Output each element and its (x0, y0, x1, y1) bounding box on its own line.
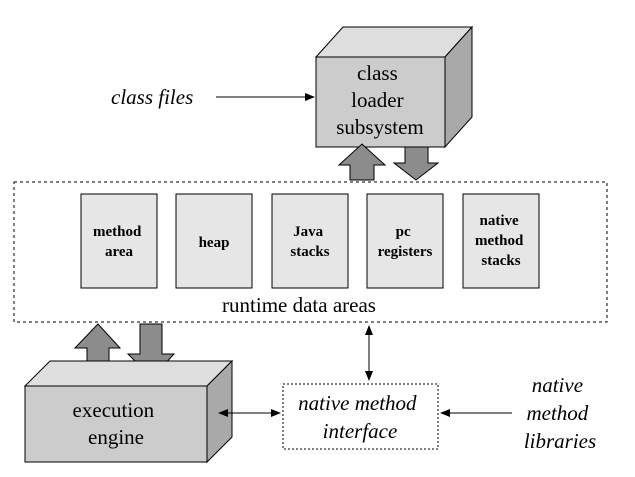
java-stacks-box (271, 193, 349, 289)
native-interface-label-line-2: interface (323, 419, 398, 443)
method-area-box (80, 193, 158, 289)
native-method-stacks-label: native method stacks (475, 213, 527, 269)
native-libraries-label-line-3: libraries (524, 429, 596, 453)
execution-engine-label-line-2: engine (88, 425, 144, 449)
native-method-stacks-box (462, 193, 540, 289)
runtime-area-boxes (80, 193, 540, 289)
java-stacks-label: Java stacks (290, 224, 329, 260)
pc-registers-label: pc registers (378, 224, 433, 260)
runtime-data-areas-container (13, 181, 608, 323)
execution-engine-box-front (24, 385, 208, 463)
heap-label: heap (199, 235, 230, 251)
native-method-interface-box (282, 383, 439, 450)
class-loader-subsystem-box: class loader subsystem (314, 25, 474, 149)
runtime-to-loader-block-arrow (337, 143, 387, 181)
class-loader-label-line-3: subsystem (336, 115, 424, 139)
execution-engine-label-line-1: execution (73, 398, 155, 422)
heap-box (175, 193, 253, 289)
class-loader-box-front (315, 56, 446, 148)
runtime-data-areas-label: runtime data areas (222, 293, 376, 317)
class-loader-label-line-1: class (357, 61, 398, 85)
native-interface-label-line-1: native method (298, 391, 417, 415)
execution-engine-box: execution engine (23, 359, 234, 464)
svg-text:native method interface: native method interface (298, 391, 422, 443)
method-area-label: method area (93, 224, 145, 260)
svg-text:native method librarie: native method libraries (524, 373, 596, 453)
svg-text:class loader subsy: class loader subsystem (336, 61, 424, 139)
class-loader-label-line-2: loader (351, 88, 403, 112)
class-files-label: class files (111, 85, 193, 109)
pc-registers-box (366, 193, 444, 289)
svg-text:execution engine: execution engine (73, 398, 160, 449)
execution-engine-box-top (23, 360, 234, 387)
loader-to-runtime-block-arrow (392, 146, 440, 181)
native-libraries-label-line-1: native (532, 373, 583, 397)
native-libraries-label-line-2: method (526, 401, 588, 425)
